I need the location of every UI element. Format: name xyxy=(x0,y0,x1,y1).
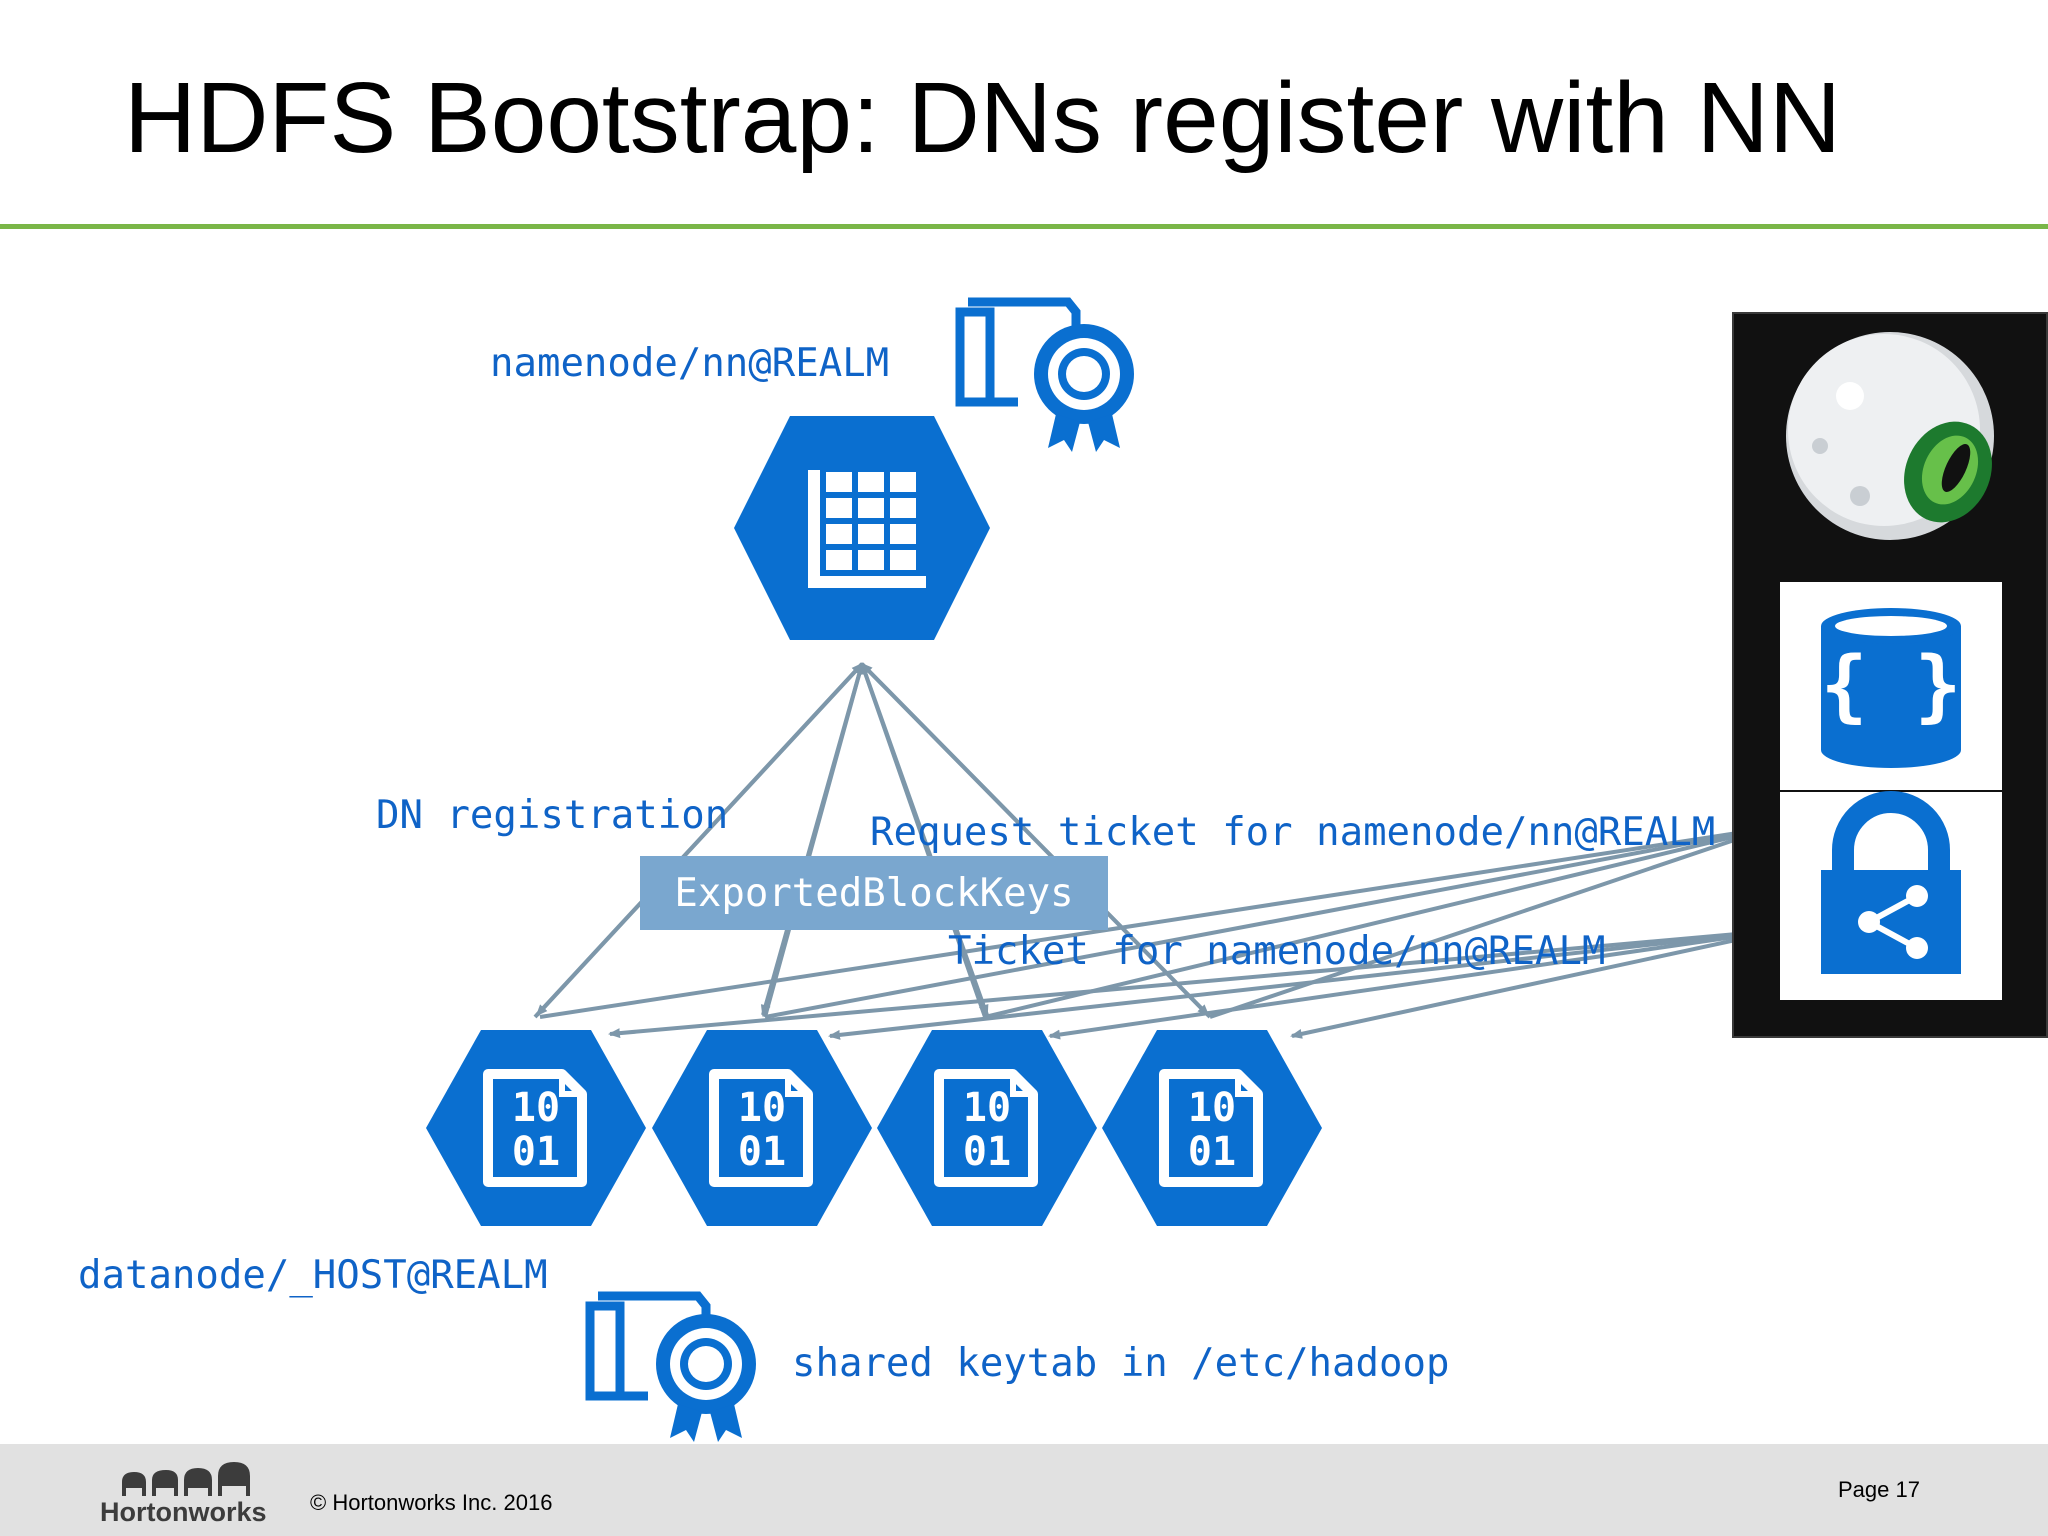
blockkeys-arrow-4 xyxy=(860,662,1210,1017)
namenode-principal-label: namenode/nn@REALM xyxy=(490,341,890,386)
request-ticket-arrow-2 xyxy=(764,824,1772,1019)
ticket-arrow-1 xyxy=(608,928,1783,1039)
copyright-text: © Hortonworks Inc. 2016 xyxy=(310,1490,553,1515)
request-ticket-label: Request ticket for namenode/nn@REALM xyxy=(870,810,1716,855)
request-ticket-arrow-1 xyxy=(539,824,1772,1019)
page-title: HDFS Bootstrap: DNs register with NN xyxy=(124,62,1842,174)
hortonworks-logo-text: Hortonworks xyxy=(100,1497,267,1527)
blockkeys-arrow-1 xyxy=(535,662,864,1017)
request-ticket-arrow-3 xyxy=(984,825,1772,1019)
request-ticket-arrow-4 xyxy=(1209,826,1772,1019)
exported-block-keys-box: ExportedBlockKeys xyxy=(640,856,1108,930)
datanode-principal-label: datanode/_HOST@REALM xyxy=(78,1253,548,1298)
blockkeys-arrow-2 xyxy=(760,663,864,1017)
ticket-arrow-3 xyxy=(1048,928,1783,1040)
footer-bar xyxy=(0,1444,2048,1536)
shared-keytab-label: shared keytab in /etc/hadoop xyxy=(792,1341,1450,1386)
title-divider xyxy=(0,224,2048,229)
ticket-label: Ticket for namenode/nn@REALM xyxy=(948,929,1606,974)
ticket-arrow-2 xyxy=(828,928,1783,1040)
ticket-arrow-4 xyxy=(1290,928,1783,1039)
kdc-panel xyxy=(1732,312,2048,1038)
hortonworks-elephants-icon xyxy=(122,1462,250,1496)
page-number: Page 17 xyxy=(1838,1477,1920,1502)
blockkeys-arrow-3 xyxy=(860,663,989,1017)
dn-registration-label: DN registration xyxy=(376,793,729,838)
